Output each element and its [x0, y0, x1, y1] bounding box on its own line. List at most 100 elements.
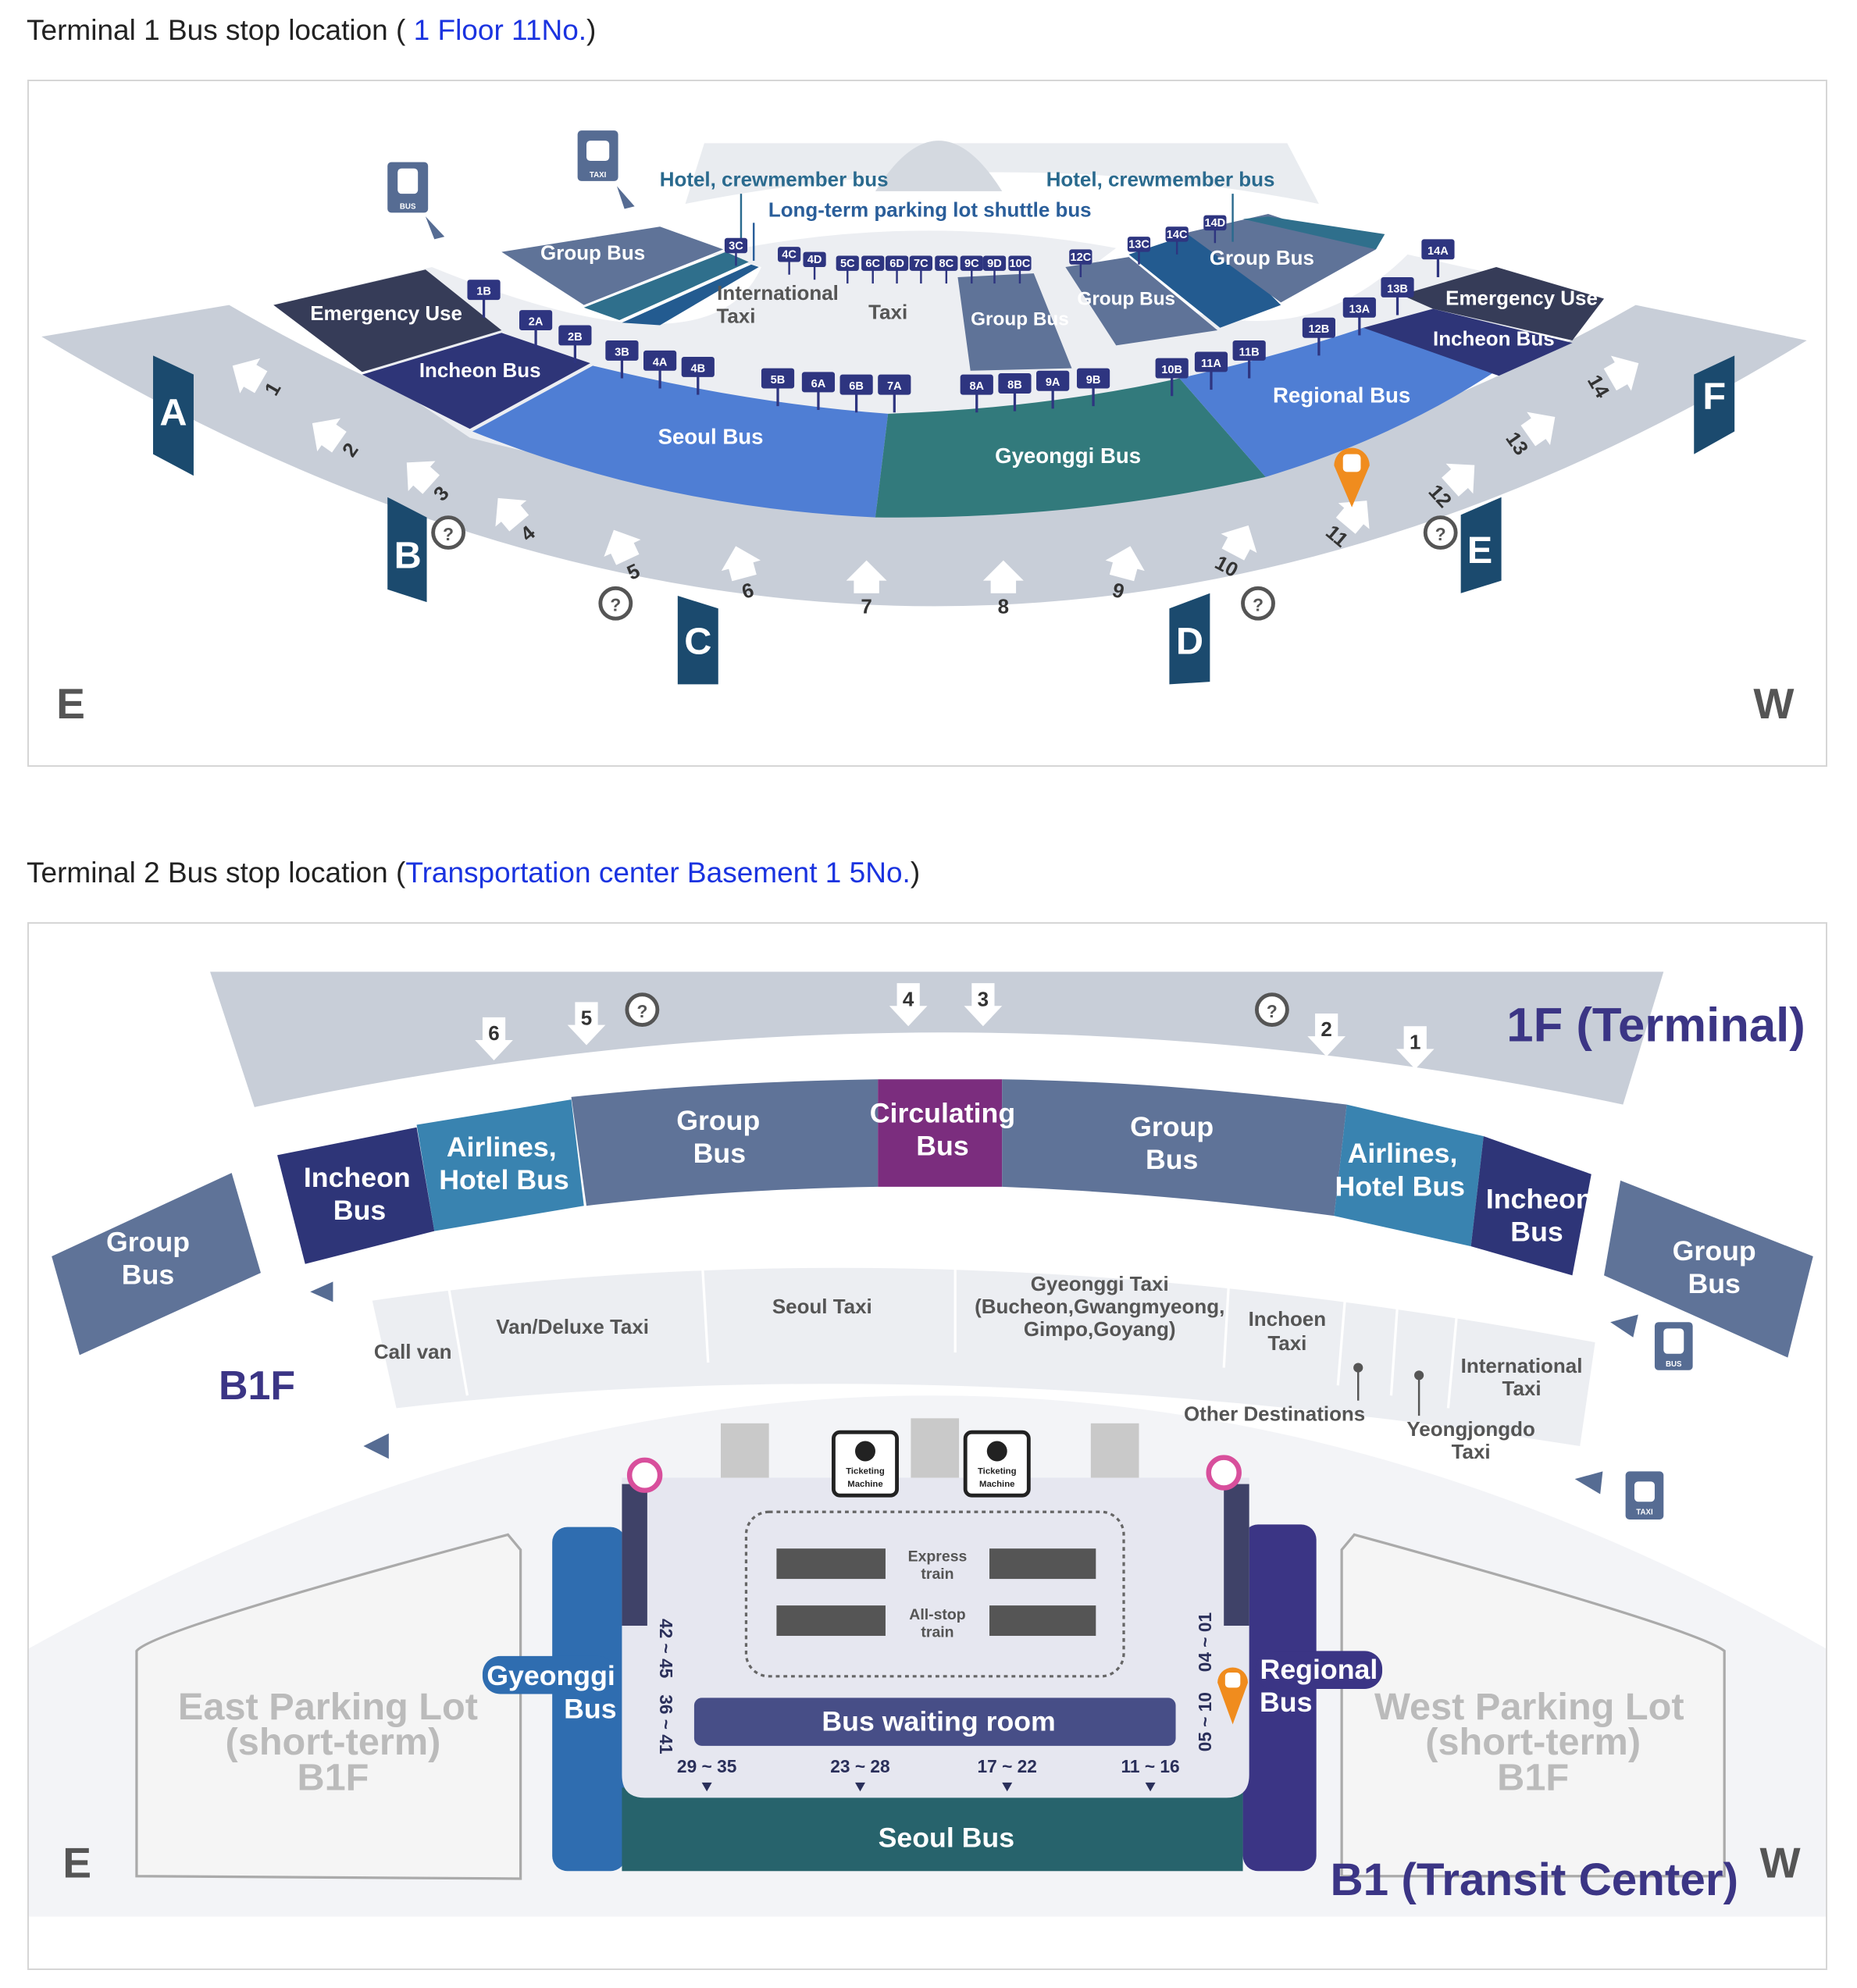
- svg-text:TAXI: TAXI: [590, 171, 607, 180]
- svg-text:6A: 6A: [811, 378, 826, 390]
- exit-number: 2: [1321, 1019, 1331, 1041]
- label-group-right: Bus: [1146, 1144, 1198, 1175]
- svg-text:11B: 11B: [1239, 346, 1260, 358]
- svg-text:8B: 8B: [1007, 379, 1022, 391]
- svg-text:12B: 12B: [1309, 323, 1330, 336]
- gate-b: B: [394, 534, 422, 576]
- zone-blue-right: [1128, 229, 1281, 328]
- bus-stop-tag: 5B: [761, 368, 795, 407]
- current-location-pin-icon: [1217, 1667, 1249, 1725]
- terminal2-map-svg: 1F (Terminal) Group Bus Incheon Bus Airl…: [29, 971, 1826, 1917]
- exit-number: 6: [488, 1023, 499, 1045]
- svg-text:14C: 14C: [1167, 229, 1188, 241]
- svg-text:Express: Express: [908, 1548, 968, 1565]
- svg-text:?: ?: [610, 594, 621, 615]
- zone-blue-left: [622, 264, 759, 326]
- bus-stop-tag: 8B: [998, 373, 1032, 411]
- exit-arrow: 6: [721, 546, 761, 604]
- svg-text:10B: 10B: [1161, 364, 1182, 376]
- zone-seoul-bus: [472, 365, 889, 518]
- zone-teal-left: [583, 251, 749, 321]
- pointer-lines: [1353, 1363, 1424, 1416]
- zone-gyeonggi-bus: [875, 378, 1266, 518]
- svg-text:4C: 4C: [782, 249, 797, 262]
- exit-arrow: 4: [889, 983, 928, 1027]
- taxi-band: [372, 1267, 1595, 1446]
- exit-arrow: 9: [1105, 546, 1145, 604]
- exit-arrow: 5: [567, 1002, 606, 1046]
- floor-label-b1: B1 (Transit Center): [1330, 1854, 1738, 1905]
- ticket-icon: [626, 1457, 663, 1493]
- taxi-sign-icon: TAXI: [577, 130, 635, 209]
- zone-airlines-left: [416, 1099, 584, 1231]
- callout-hotel-left: Hotel, crewmember bus: [660, 169, 889, 191]
- label-group-bus-mid2: Group Bus: [1077, 289, 1175, 310]
- exit-number: 1: [1410, 1031, 1420, 1053]
- train-area: [744, 1510, 1125, 1678]
- bus-stop-tag: 4B: [681, 356, 715, 395]
- info-icon: [1254, 992, 1289, 1028]
- svg-text:9C: 9C: [964, 258, 979, 270]
- info-icon: [1423, 515, 1458, 550]
- exit-arrow: 5: [604, 529, 643, 585]
- svg-text:6B: 6B: [849, 380, 864, 393]
- gate-f: F: [1702, 375, 1726, 417]
- bus-stop-tag: 4C: [778, 247, 801, 275]
- label-regional-bus: Regional: [1260, 1654, 1378, 1685]
- svg-text:Ticketing: Ticketing: [978, 1467, 1017, 1477]
- svg-text:3B: 3B: [615, 346, 629, 358]
- label-intl-taxi: Taxi: [1502, 1378, 1542, 1400]
- exit-number: 9: [1110, 579, 1126, 604]
- label-call-van: Call van: [374, 1341, 452, 1363]
- svg-text:BUS: BUS: [400, 203, 416, 212]
- label-incheon-left: Bus: [333, 1195, 386, 1226]
- bus-stop-tag: 11A: [1194, 351, 1228, 390]
- zone-group-bus-left: [501, 226, 724, 305]
- stop-range-04-01: 04 ~ 01: [1195, 1612, 1215, 1672]
- label-emergency-left: Emergency Use: [310, 303, 462, 325]
- label-group-far-left: Bus: [122, 1259, 174, 1291]
- info-icons: ? ?: [625, 992, 1289, 1028]
- arrow-icon: [310, 1281, 333, 1302]
- stop-range-42-45: 42 ~ 45: [656, 1619, 676, 1678]
- svg-text:12C: 12C: [1070, 251, 1091, 264]
- label-inchoen-taxi: Inchoen: [1249, 1309, 1327, 1331]
- stop-range-36-41: 36 ~ 41: [656, 1694, 676, 1754]
- svg-text:TAXI: TAXI: [1636, 1508, 1653, 1516]
- zone-group-bus-mid1: [957, 273, 1072, 371]
- bus-stop-tag: 6C: [861, 255, 885, 284]
- terminal2-map: 1F (Terminal) Group Bus Incheon Bus Airl…: [27, 922, 1827, 1970]
- label-east-lot: East Parking Lot: [178, 1686, 478, 1728]
- label-airlines-right: Hotel Bus: [1335, 1170, 1465, 1202]
- stop-markers: [701, 1782, 1156, 1792]
- bus-sign-icon: BUS: [387, 162, 445, 240]
- bus-stop-tag: 8A: [960, 374, 993, 413]
- svg-text:?: ?: [443, 524, 454, 544]
- bus-stop-tag: 14A: [1421, 239, 1455, 277]
- express-train: Express train: [776, 1548, 1096, 1583]
- label-taxi: Taxi: [868, 301, 907, 323]
- east-parking-lot: [135, 1533, 522, 1880]
- terminal2-location-link[interactable]: Transportation center Basement 1 5No.: [405, 857, 911, 889]
- label-group-far-right: Group: [1673, 1235, 1756, 1267]
- svg-text:9D: 9D: [987, 258, 1002, 270]
- svg-text:?: ?: [1267, 1001, 1278, 1021]
- bus-stop-tag: 7A: [878, 374, 911, 413]
- label-group-far-left: Group: [106, 1227, 190, 1258]
- label-seoul-bus: Seoul Bus: [658, 425, 764, 449]
- label-yeongjongdo-taxi: Yeongjongdo: [1406, 1419, 1534, 1441]
- label-emergency-right: Emergency Use: [1445, 288, 1598, 310]
- label-circulating: Bus: [916, 1130, 968, 1161]
- bus-sign-icon: BUS: [1654, 1322, 1693, 1370]
- bus-stop-tag: 9D: [982, 255, 1007, 284]
- terminal1-location-link[interactable]: 1 Floor 11No.: [405, 14, 587, 46]
- bus-stop-tag: 7C: [909, 255, 932, 284]
- label-group-far-right: Bus: [1688, 1268, 1740, 1299]
- exit-arrow: 8: [982, 560, 1024, 618]
- svg-text:9B: 9B: [1086, 374, 1101, 387]
- exit-number: 7: [861, 597, 871, 618]
- svg-text:Machine: Machine: [847, 1480, 882, 1489]
- label-group-bus-right: Group Bus: [1210, 248, 1314, 269]
- zone-group-left: [571, 1079, 879, 1206]
- terminal-roof: [685, 143, 1319, 205]
